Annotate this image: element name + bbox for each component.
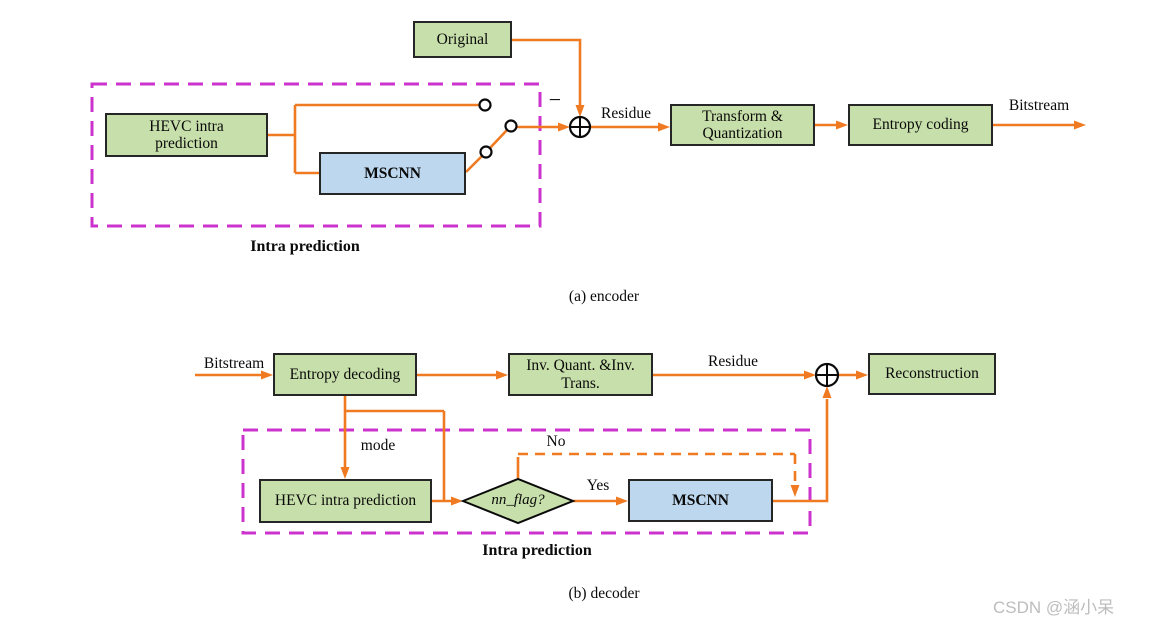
mode-label: mode [360,437,396,454]
decoder-hevc-intra-prediction-box: HEVC intra prediction [259,479,432,523]
inverse-quant-transform-box: Inv. Quant. &Inv. Trans. [508,353,653,396]
encoder-mscnn-box: MSCNN [319,152,466,195]
arrowhead-into-entropy-decoding [261,370,273,380]
arrowhead-into-entropy-coding [836,120,848,130]
arrowhead-into-decoder-adder-left [804,370,816,380]
transform-quantization-box: Transform & Quantization [670,104,815,146]
arrowhead-into-reconstruction [856,370,868,380]
wire-original-to-adder [512,38,582,106]
arrowhead-into-decoder-adder-bottom [822,386,832,398]
encoder-intra-prediction-group-border [90,82,542,228]
no-label: No [546,433,566,450]
arrowhead-no-path [790,485,800,497]
decoder-caption: (b) decoder [568,585,640,602]
arrowhead-into-diamond [451,496,463,506]
encoder-hevc-intra-prediction-box: HEVC intra prediction [105,113,268,157]
decoder-mscnn-box: MSCNN [628,479,773,522]
arrowhead-into-transform [658,122,670,132]
yes-label: Yes [586,477,610,494]
nn-flag-decision-diamond [460,477,576,525]
minus-sign: − [548,87,562,112]
arrowhead-into-mscnn [616,496,628,506]
entropy-decoding-box: Entropy decoding [273,353,417,396]
nn-flag-label: nn_flag? [491,492,545,508]
csdn-watermark: CSDN @涵小呆 [993,598,1115,617]
arrowhead-into-invquant [496,370,508,380]
arrowhead-into-adder-top [575,105,585,117]
switch-terminal-bottom [479,145,493,159]
decoder-bitstream-label: Bitstream [203,355,265,372]
decoder-intra-prediction-group-label: Intra prediction [482,542,592,559]
reconstruction-box: Reconstruction [868,353,996,395]
switch-terminal-top [478,98,492,112]
switch-terminal-common [504,119,518,133]
original-box: Original [413,21,512,58]
encoder-caption: (a) encoder [568,288,640,305]
wire-mscnn-to-switch-bottom [465,155,483,173]
arrowhead-mode-into-hevc [340,467,350,479]
encoder-residue-label: Residue [601,105,651,122]
arrowhead-into-adder-left [558,122,570,132]
switch-lever [489,129,508,149]
arrowhead-bitstream-out [1074,120,1086,130]
entropy-coding-box: Entropy coding [848,104,993,146]
encoder-intra-prediction-group-label: Intra prediction [250,238,360,255]
encoder-bitstream-label: Bitstream [1008,97,1070,114]
decoder-residue-label: Residue [708,353,758,370]
wire-mscnn-to-adder [773,399,829,503]
